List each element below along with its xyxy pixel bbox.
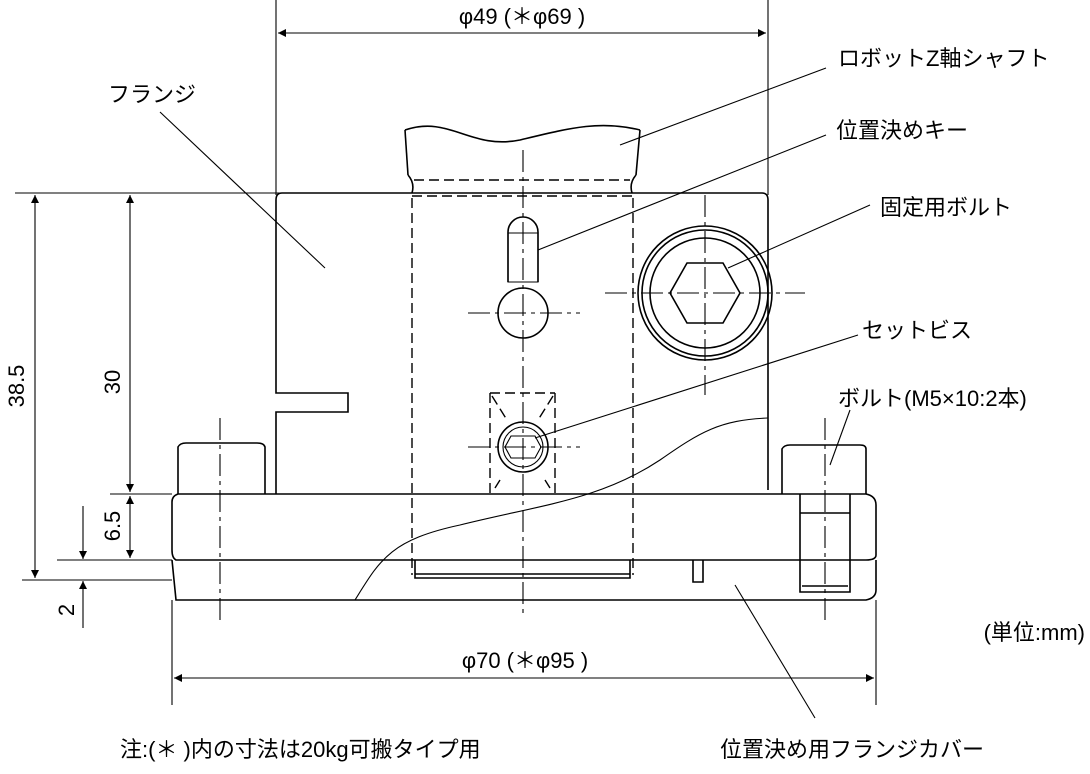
positioning-key-label: 位置決めキー bbox=[836, 118, 968, 143]
flange-body bbox=[275, 192, 769, 575]
base-and-cover bbox=[171, 417, 877, 601]
flange-height-label: 30 bbox=[100, 370, 125, 394]
bolt-label: ボルト(M5×10:2本) bbox=[838, 386, 1027, 411]
leader-lines bbox=[159, 67, 871, 719]
bottom-diameter-label: φ70 (＊φ95 ) bbox=[462, 648, 588, 673]
unit-label: (単位:mm) bbox=[984, 620, 1085, 645]
flange-label: フランジ bbox=[108, 82, 196, 107]
bottom-diameter-dimension: φ70 (＊φ95 ) bbox=[171, 600, 877, 705]
fixing-bolt-label: 固定用ボルト bbox=[880, 195, 1012, 220]
set-screw bbox=[468, 392, 580, 494]
set-screw-label: セットビス bbox=[862, 318, 972, 343]
top-diameter-label: φ49 (＊φ69 ) bbox=[459, 4, 585, 29]
positioning-key bbox=[468, 216, 580, 339]
left-bolt bbox=[177, 418, 266, 625]
total-height-label: 38.5 bbox=[4, 365, 29, 408]
fixing-bolt bbox=[605, 195, 805, 395]
base-height-label: 6.5 bbox=[100, 511, 125, 542]
flange-cover-label: 位置決め用フランジカバー bbox=[720, 737, 984, 762]
right-bolt bbox=[781, 418, 867, 620]
cover-offset-label: 2 bbox=[54, 604, 79, 616]
vertical-dimensions: 38.5 30 6.5 2 bbox=[4, 192, 290, 628]
note-text: 注:(＊ )内の寸法は20kg可搬タイプ用 bbox=[120, 737, 481, 762]
top-diameter-dimension: φ49 (＊φ69 ) bbox=[275, 0, 769, 195]
z-shaft-label: ロボットZ軸シャフト bbox=[838, 46, 1049, 71]
